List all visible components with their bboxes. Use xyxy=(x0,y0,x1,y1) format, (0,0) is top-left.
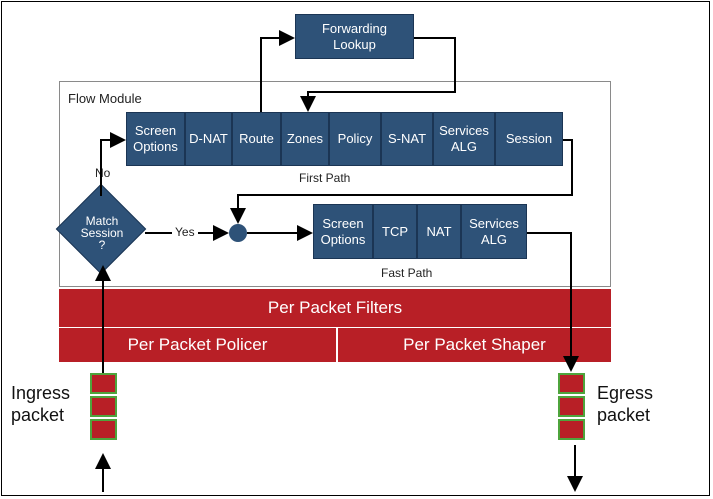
first-path-zones: Zones xyxy=(281,112,329,166)
ingress-queue-cell xyxy=(90,396,117,417)
no-branch-arrow xyxy=(100,132,126,196)
ingress-label: Ingress packet xyxy=(11,383,71,425)
egress-queue-cell xyxy=(558,373,585,394)
per-packet-policer-bar: Per Packet Policer xyxy=(59,328,336,362)
no-label: No xyxy=(95,166,111,180)
first-path-route: Route xyxy=(232,112,281,166)
ingress-queue-cell xyxy=(90,373,117,394)
fast-path-label: Fast Path xyxy=(381,266,433,280)
first-path-snat: S-NAT xyxy=(381,112,433,166)
fast-path-nat: NAT xyxy=(417,204,461,259)
ingress-queue-cell xyxy=(90,419,117,440)
per-packet-filters-bar: Per Packet Filters xyxy=(59,289,611,327)
egress-queue-cell xyxy=(558,419,585,440)
first-path-dnat: D-NAT xyxy=(185,112,232,166)
yes-label: Yes xyxy=(175,225,195,239)
first-path-screen-options: Screen Options xyxy=(126,112,185,166)
egress-queue-cell xyxy=(558,396,585,417)
egress-label: Egress packet xyxy=(597,383,654,425)
flow-module-label: Flow Module xyxy=(68,91,142,106)
fast-path-tcp: TCP xyxy=(373,204,417,259)
lookup-to-zones-arrow xyxy=(300,37,456,112)
match-session-label: Match Session ? xyxy=(80,214,124,252)
fast-path-services-alg: Services ALG xyxy=(461,204,527,259)
per-packet-shaper-bar: Per Packet Shaper xyxy=(338,328,611,362)
fastpath-to-egress-arrow xyxy=(527,232,579,372)
first-path-session: Session xyxy=(495,112,563,166)
first-path-services-alg: Services ALG xyxy=(433,112,495,166)
merge-node xyxy=(229,224,247,242)
fast-path-screen-options: Screen Options xyxy=(313,204,373,259)
forwarding-lookup-box: Forwarding Lookup xyxy=(295,14,414,59)
route-to-lookup-arrow xyxy=(260,30,295,112)
first-path-label: First Path xyxy=(299,171,351,185)
first-path-policy: Policy xyxy=(329,112,381,166)
session-to-merge-arrow xyxy=(230,139,573,224)
